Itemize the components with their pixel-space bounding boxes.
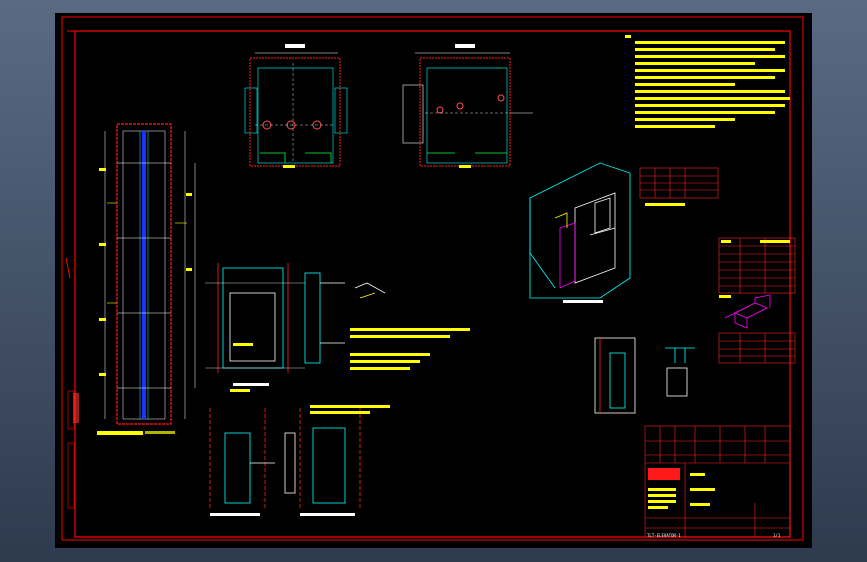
parts-table	[718, 237, 796, 294]
title-block	[644, 425, 791, 538]
parts-table-2	[718, 332, 796, 364]
legend-table	[639, 167, 719, 199]
plan-dim-1800-right	[455, 44, 475, 48]
general-notes	[625, 35, 790, 128]
pit-detail-b	[284, 408, 361, 508]
guide-rail-detail	[665, 347, 695, 397]
company-stamp	[648, 468, 680, 480]
cad-canvas[interactable]: TLT-ELEVATOR-1 1/1	[55, 13, 812, 548]
plan-view-right	[402, 44, 533, 168]
outer-frame	[61, 16, 804, 541]
sill-detail	[594, 337, 636, 414]
footer-code: TLT-ELEVATOR-1	[647, 533, 681, 538]
left-margin-tick	[65, 257, 71, 279]
elevator-shaft-drawing: TLT-ELEVATOR-1 1/1	[61, 16, 804, 541]
wall-section-detail	[304, 272, 386, 364]
sheet-number: 1/1	[773, 533, 781, 538]
inner-frame	[74, 30, 791, 538]
3d-bracket-icon	[724, 294, 771, 329]
door-section-detail	[205, 263, 305, 373]
plan-view-left	[244, 44, 348, 168]
pit-detail-a	[209, 408, 275, 508]
shaft-elevation	[73, 123, 196, 435]
plan-dim-1800-left	[285, 44, 305, 48]
construction-notes	[350, 328, 470, 370]
3d-shaft-view-icon	[529, 162, 631, 299]
